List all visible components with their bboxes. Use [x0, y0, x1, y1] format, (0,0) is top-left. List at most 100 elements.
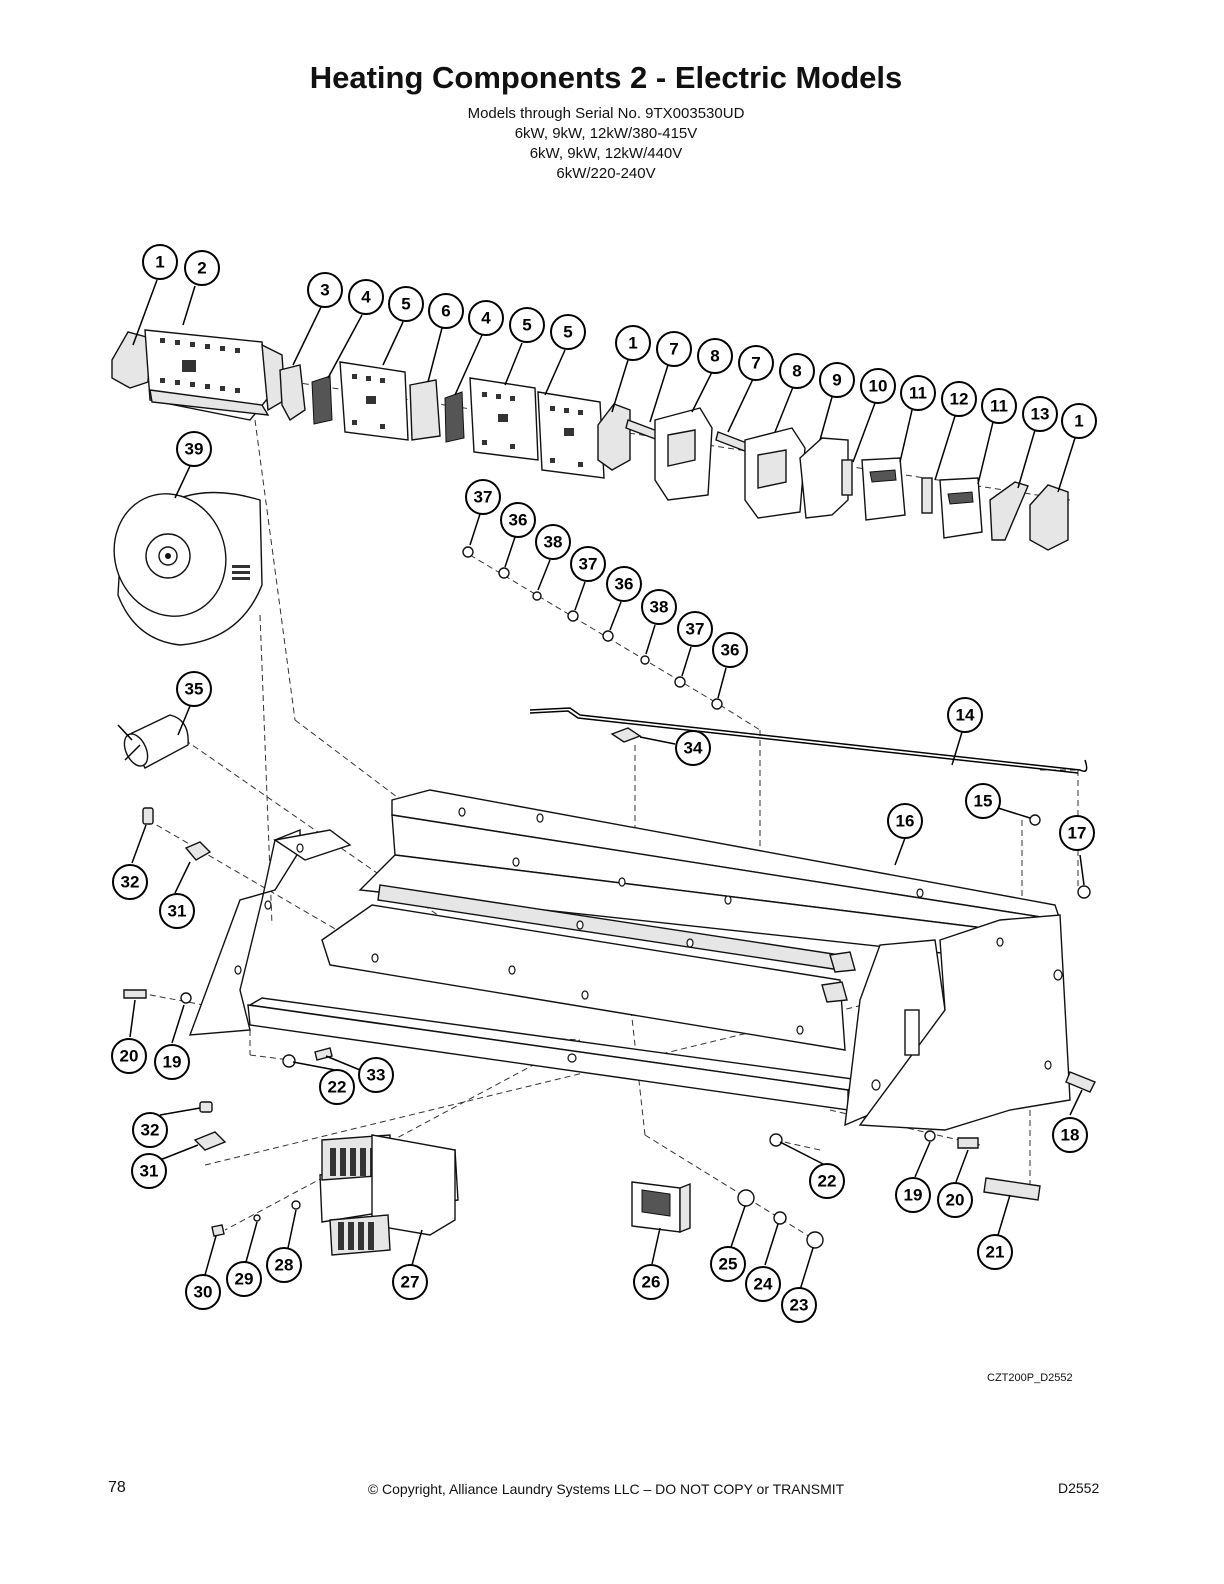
callout: 31	[159, 893, 195, 929]
callout: 27	[392, 1264, 428, 1300]
callout-number: 3	[320, 281, 329, 300]
callout: 21	[977, 1234, 1013, 1270]
rod-and-clip	[529, 707, 1088, 774]
callout: 13	[1022, 396, 1058, 432]
callout-number: 31	[168, 902, 187, 921]
callout-number: 17	[1068, 824, 1087, 843]
callout: 36	[500, 502, 536, 538]
callout-number: 20	[120, 1047, 139, 1066]
callout: 5	[509, 307, 545, 343]
callout: 23	[781, 1287, 817, 1323]
callout: 10	[860, 368, 896, 404]
callout-number: 13	[1031, 405, 1050, 424]
callout: 20	[937, 1182, 973, 1218]
callout: 5	[388, 286, 424, 322]
callout-number: 36	[509, 511, 528, 530]
callout-number: 27	[401, 1273, 420, 1292]
callout-number: 16	[896, 812, 915, 831]
callout: 7	[656, 331, 692, 367]
callout: 33	[358, 1057, 394, 1093]
callout: 37	[465, 479, 501, 515]
rocker-switch	[631, 1181, 691, 1234]
callout-number: 4	[361, 288, 371, 307]
callouts: 1 2 3 4 5 6 4 5 5 1 7 8 7 8 9 10 11 12 1…	[111, 244, 1097, 1323]
callout-number: 15	[974, 792, 993, 811]
callout-number: 14	[956, 706, 975, 725]
callout-number: 38	[544, 533, 563, 552]
callout: 12	[941, 381, 977, 417]
callout: 11	[900, 375, 936, 411]
capacitor	[117, 714, 189, 769]
callout: 37	[570, 546, 606, 582]
callout: 9	[819, 362, 855, 398]
callout: 5	[550, 314, 586, 350]
callout-number: 9	[832, 371, 841, 390]
callout-number: 7	[751, 354, 760, 373]
callout: 6	[428, 293, 464, 329]
callout: 22	[809, 1163, 845, 1199]
callout-number: 2	[197, 259, 206, 278]
callout-number: 24	[754, 1275, 773, 1294]
callout-number: 31	[140, 1162, 159, 1181]
callout-number: 23	[790, 1296, 809, 1315]
callout-number: 32	[121, 873, 140, 892]
callout-number: 38	[650, 598, 669, 617]
subtitle-block: Models through Serial No. 9TX003530UD 6k…	[0, 104, 1212, 184]
subtitle-serial: Models through Serial No. 9TX003530UD	[467, 105, 745, 122]
callout: 15	[965, 783, 1001, 819]
callout-number: 21	[986, 1243, 1005, 1262]
callout: 14	[947, 697, 983, 733]
callout: 22	[319, 1069, 355, 1105]
page-title: Heating Components 2 - Electric Models	[309, 60, 903, 95]
callout-number: 4	[481, 309, 491, 328]
callout-number: 28	[275, 1256, 294, 1275]
subtitle-voltage-2: 6kW, 9kW, 12kW/440V	[529, 145, 683, 162]
callout: 11	[981, 388, 1017, 424]
callout-number: 35	[185, 680, 204, 699]
callout-number: 8	[710, 347, 719, 366]
hardware-parts	[123, 807, 1096, 1249]
callout: 19	[154, 1044, 190, 1080]
callout-number: 36	[721, 641, 740, 660]
callout: 4	[468, 300, 504, 336]
callout-number: 29	[235, 1270, 254, 1289]
fan-motor	[113, 491, 263, 646]
copyright-notice: © Copyright, Alliance Laundry Systems LL…	[367, 1481, 845, 1497]
callout: 35	[176, 671, 212, 707]
callout: 17	[1059, 815, 1095, 851]
callout-number: 11	[990, 397, 1008, 416]
callout-number: 26	[642, 1273, 661, 1292]
callout: 38	[535, 524, 571, 560]
callout-number: 19	[904, 1186, 923, 1205]
callout: 25	[710, 1246, 746, 1282]
callout-number: 8	[792, 362, 801, 381]
callout: 32	[112, 864, 148, 900]
callout-number: 12	[950, 390, 969, 409]
callout: 16	[887, 803, 923, 839]
callout-number: 22	[818, 1172, 837, 1191]
callout: 7	[738, 345, 774, 381]
callout: 18	[1052, 1117, 1088, 1153]
callout-number: 5	[563, 323, 572, 342]
callout-number: 33	[367, 1066, 386, 1085]
callout: 36	[606, 566, 642, 602]
transformer	[319, 1134, 459, 1256]
callout: 8	[779, 353, 815, 389]
subtitle-voltage-3: 6kW/220-240V	[556, 165, 656, 182]
callout: 30	[185, 1274, 221, 1310]
callout-number: 32	[141, 1121, 160, 1140]
callout: 20	[111, 1038, 147, 1074]
callout-number: 11	[909, 384, 927, 403]
callout-leaders	[129, 279, 1085, 1291]
callout-number: 1	[1074, 412, 1083, 431]
drawing-id: CZT200P_D2552	[987, 1372, 1073, 1384]
callout-number: 10	[869, 377, 888, 396]
callout-number: 7	[669, 340, 678, 359]
callout-number: 5	[522, 316, 531, 335]
callout: 37	[677, 611, 713, 647]
callout-number: 18	[1061, 1126, 1080, 1145]
contactor-stack	[111, 329, 1069, 551]
callout: 32	[132, 1112, 168, 1148]
callout: 29	[226, 1261, 262, 1297]
callout-number: 19	[163, 1053, 182, 1072]
